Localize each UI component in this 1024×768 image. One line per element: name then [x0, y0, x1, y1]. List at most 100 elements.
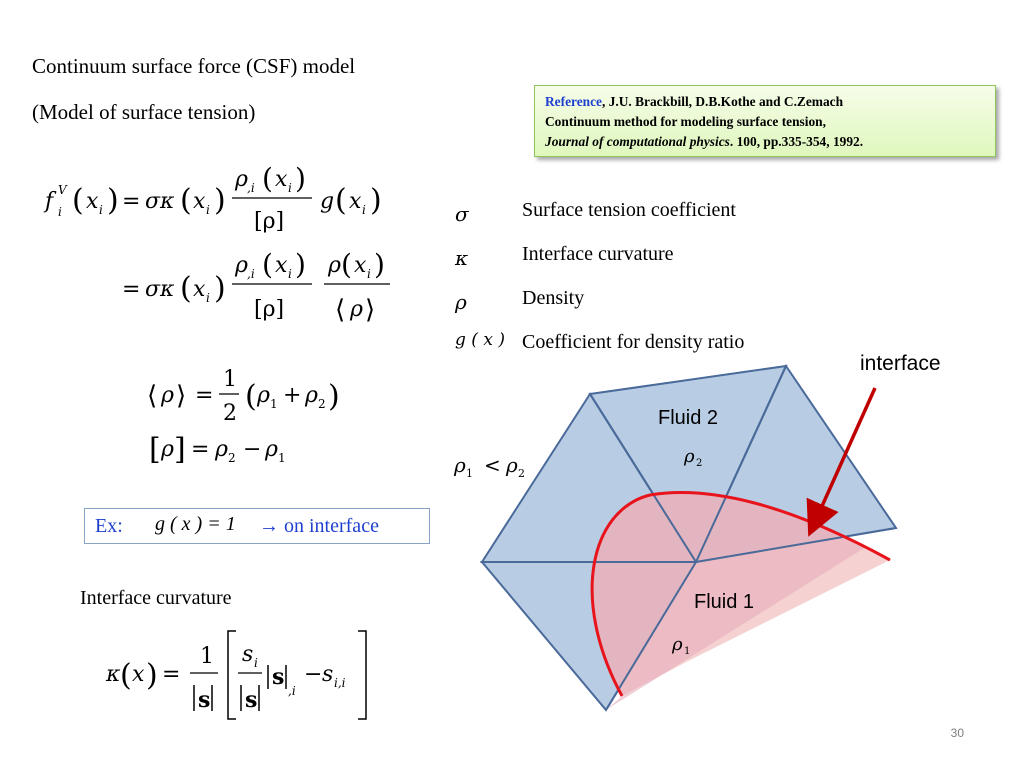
eq-x: x: [132, 662, 145, 687]
def-symbol-g: g ( x ): [455, 330, 505, 350]
eq-paren: ): [214, 271, 226, 306]
eq-x-sub: i: [367, 267, 371, 281]
eq-angle: ⟨: [335, 295, 345, 325]
eq-x: x: [349, 189, 362, 214]
interface-arrow: [806, 387, 877, 537]
eq-equals: =: [195, 383, 213, 408]
mesh-interface-diagram: interface Fluid 2 ρ 2 Fluid 1 ρ 1: [479, 352, 941, 712]
eq-paren: (: [120, 658, 132, 693]
def-symbol-kappa: κ: [455, 246, 469, 270]
eq-rho2: ρ: [304, 383, 318, 408]
reference-line1: Reference, J.U. Brackbill, D.B.Kothe and…: [545, 92, 985, 112]
reference-label: Reference: [545, 94, 602, 109]
example-label: Ex:: [95, 515, 123, 537]
eq-bracket-rho: [ρ]: [254, 209, 284, 234]
density-definitions: ⟨ ρ ⟩ = 1 2 ( ρ 1 + ρ 2 ) [ ρ ] = ρ 2 − …: [147, 367, 340, 467]
eq-x-sub: i: [206, 291, 210, 305]
def-symbol-sigma: σ: [455, 202, 469, 226]
eq-rho1: ρ: [264, 437, 278, 462]
eq-paren: (: [180, 271, 192, 306]
eq-sigma-kappa: σκ: [145, 277, 175, 302]
example-box: Ex: g ( x ) = 1 → on interface: [84, 508, 430, 544]
def-text-rho: Density: [522, 287, 585, 309]
eq-sigma-kappa: σκ: [145, 189, 175, 214]
curvature-label: Interface curvature: [80, 587, 232, 609]
eq-paren: (: [262, 248, 273, 281]
eq-x: x: [193, 277, 206, 302]
rho1-symbol: ρ: [671, 634, 683, 655]
eq-x-sub: i: [288, 181, 292, 195]
eq-s: s: [242, 642, 253, 667]
eq-comma-i: ,i: [288, 684, 296, 698]
reference-box: Reference, J.U. Brackbill, D.B.Kothe and…: [534, 85, 996, 157]
eq-x: x: [193, 189, 206, 214]
eq-sub1: 1: [278, 451, 286, 465]
eq-x: x: [275, 167, 288, 192]
reference-journal: Journal of computational physics: [545, 134, 730, 149]
eq-rho1: ρ: [453, 453, 466, 477]
eq-paren: ): [370, 183, 382, 218]
eq-equals: =: [162, 662, 180, 687]
eq-f-sup: V: [58, 183, 68, 197]
eq-x-sub: i: [362, 203, 366, 217]
eq-g: g: [320, 189, 334, 214]
eq-paren: ): [328, 379, 340, 414]
eq-paren: (: [335, 183, 347, 218]
page-number: 30: [950, 726, 964, 740]
eq-two: 2: [223, 401, 237, 426]
eq-paren: (: [245, 379, 257, 414]
slide-title: Continuum surface force (CSF) model: [32, 54, 356, 78]
eq-bracket: ]: [174, 432, 186, 467]
eq-paren: ): [107, 183, 119, 218]
density-inequality: ρ 1 < ρ 2: [453, 453, 525, 480]
eq-minus: −: [243, 437, 261, 462]
slide-subtitle: (Model of surface tension): [32, 100, 256, 124]
example-formula: g ( x ) = 1: [155, 513, 236, 535]
curvature-equation: κ ( x ) = 1 s s i s s ,i − s i,i: [105, 630, 367, 720]
eq-paren: ): [295, 162, 306, 195]
reference-authors: , J.U. Brackbill, D.B.Kothe and C.Zemach: [602, 94, 844, 109]
eq-paren: (: [341, 248, 352, 281]
eq-angle: ⟩: [365, 295, 375, 325]
eq-bold-s: s: [272, 664, 284, 690]
eq-x-sub: i: [206, 203, 210, 217]
eq-equals: =: [122, 189, 140, 214]
reference-title: Continuum method for modeling surface te…: [545, 114, 826, 129]
eq-x: x: [275, 253, 288, 278]
eq-bracket-rho: [ρ]: [254, 297, 284, 322]
eq-s-sub-ii: i,i: [334, 676, 346, 690]
eq-s: s: [322, 662, 333, 687]
eq-x: x: [86, 189, 99, 214]
eq-f-sub: i: [58, 205, 62, 219]
eq-bold-s: s: [198, 687, 210, 713]
eq-paren: ): [146, 658, 158, 693]
eq-rho: ρ: [234, 167, 248, 192]
def-text-sigma: Surface tension coefficient: [522, 199, 736, 221]
eq-rho: ρ: [349, 297, 363, 322]
eq-rho: ρ: [160, 437, 174, 462]
eq-angle: ⟩: [176, 381, 186, 411]
eq-one: 1: [200, 644, 214, 669]
eq-plus: +: [283, 383, 301, 408]
eq-one: 1: [223, 367, 237, 392]
eq-sub1: 1: [466, 467, 473, 480]
eq-rho-sub: ,i: [247, 267, 255, 281]
eq-rho-sub: ,i: [247, 181, 255, 195]
eq-rho: ρ: [160, 383, 174, 408]
eq-equals: =: [191, 437, 209, 462]
reference-line3: Journal of computational physics. 100, p…: [545, 132, 985, 152]
eq-bold-s: s: [245, 687, 257, 713]
eq-bracket: [: [149, 432, 161, 467]
rho2-sub: 2: [696, 458, 702, 469]
eq-paren: (: [72, 183, 84, 218]
reference-details: . 100, pp.335-354, 1992.: [729, 134, 864, 149]
eq-s-sub: i: [254, 656, 258, 670]
example-arrow-text: → on interface: [259, 515, 379, 537]
csf-force-equation: f V i ( x i ) = σκ ( x i ) ρ ,i ( x i ) …: [43, 162, 390, 325]
eq-x-sub: i: [288, 267, 292, 281]
eq-paren: ): [214, 183, 226, 218]
eq-rho: ρ: [234, 253, 248, 278]
interface-curve: [590, 491, 891, 697]
def-text-kappa: Interface curvature: [522, 243, 674, 265]
